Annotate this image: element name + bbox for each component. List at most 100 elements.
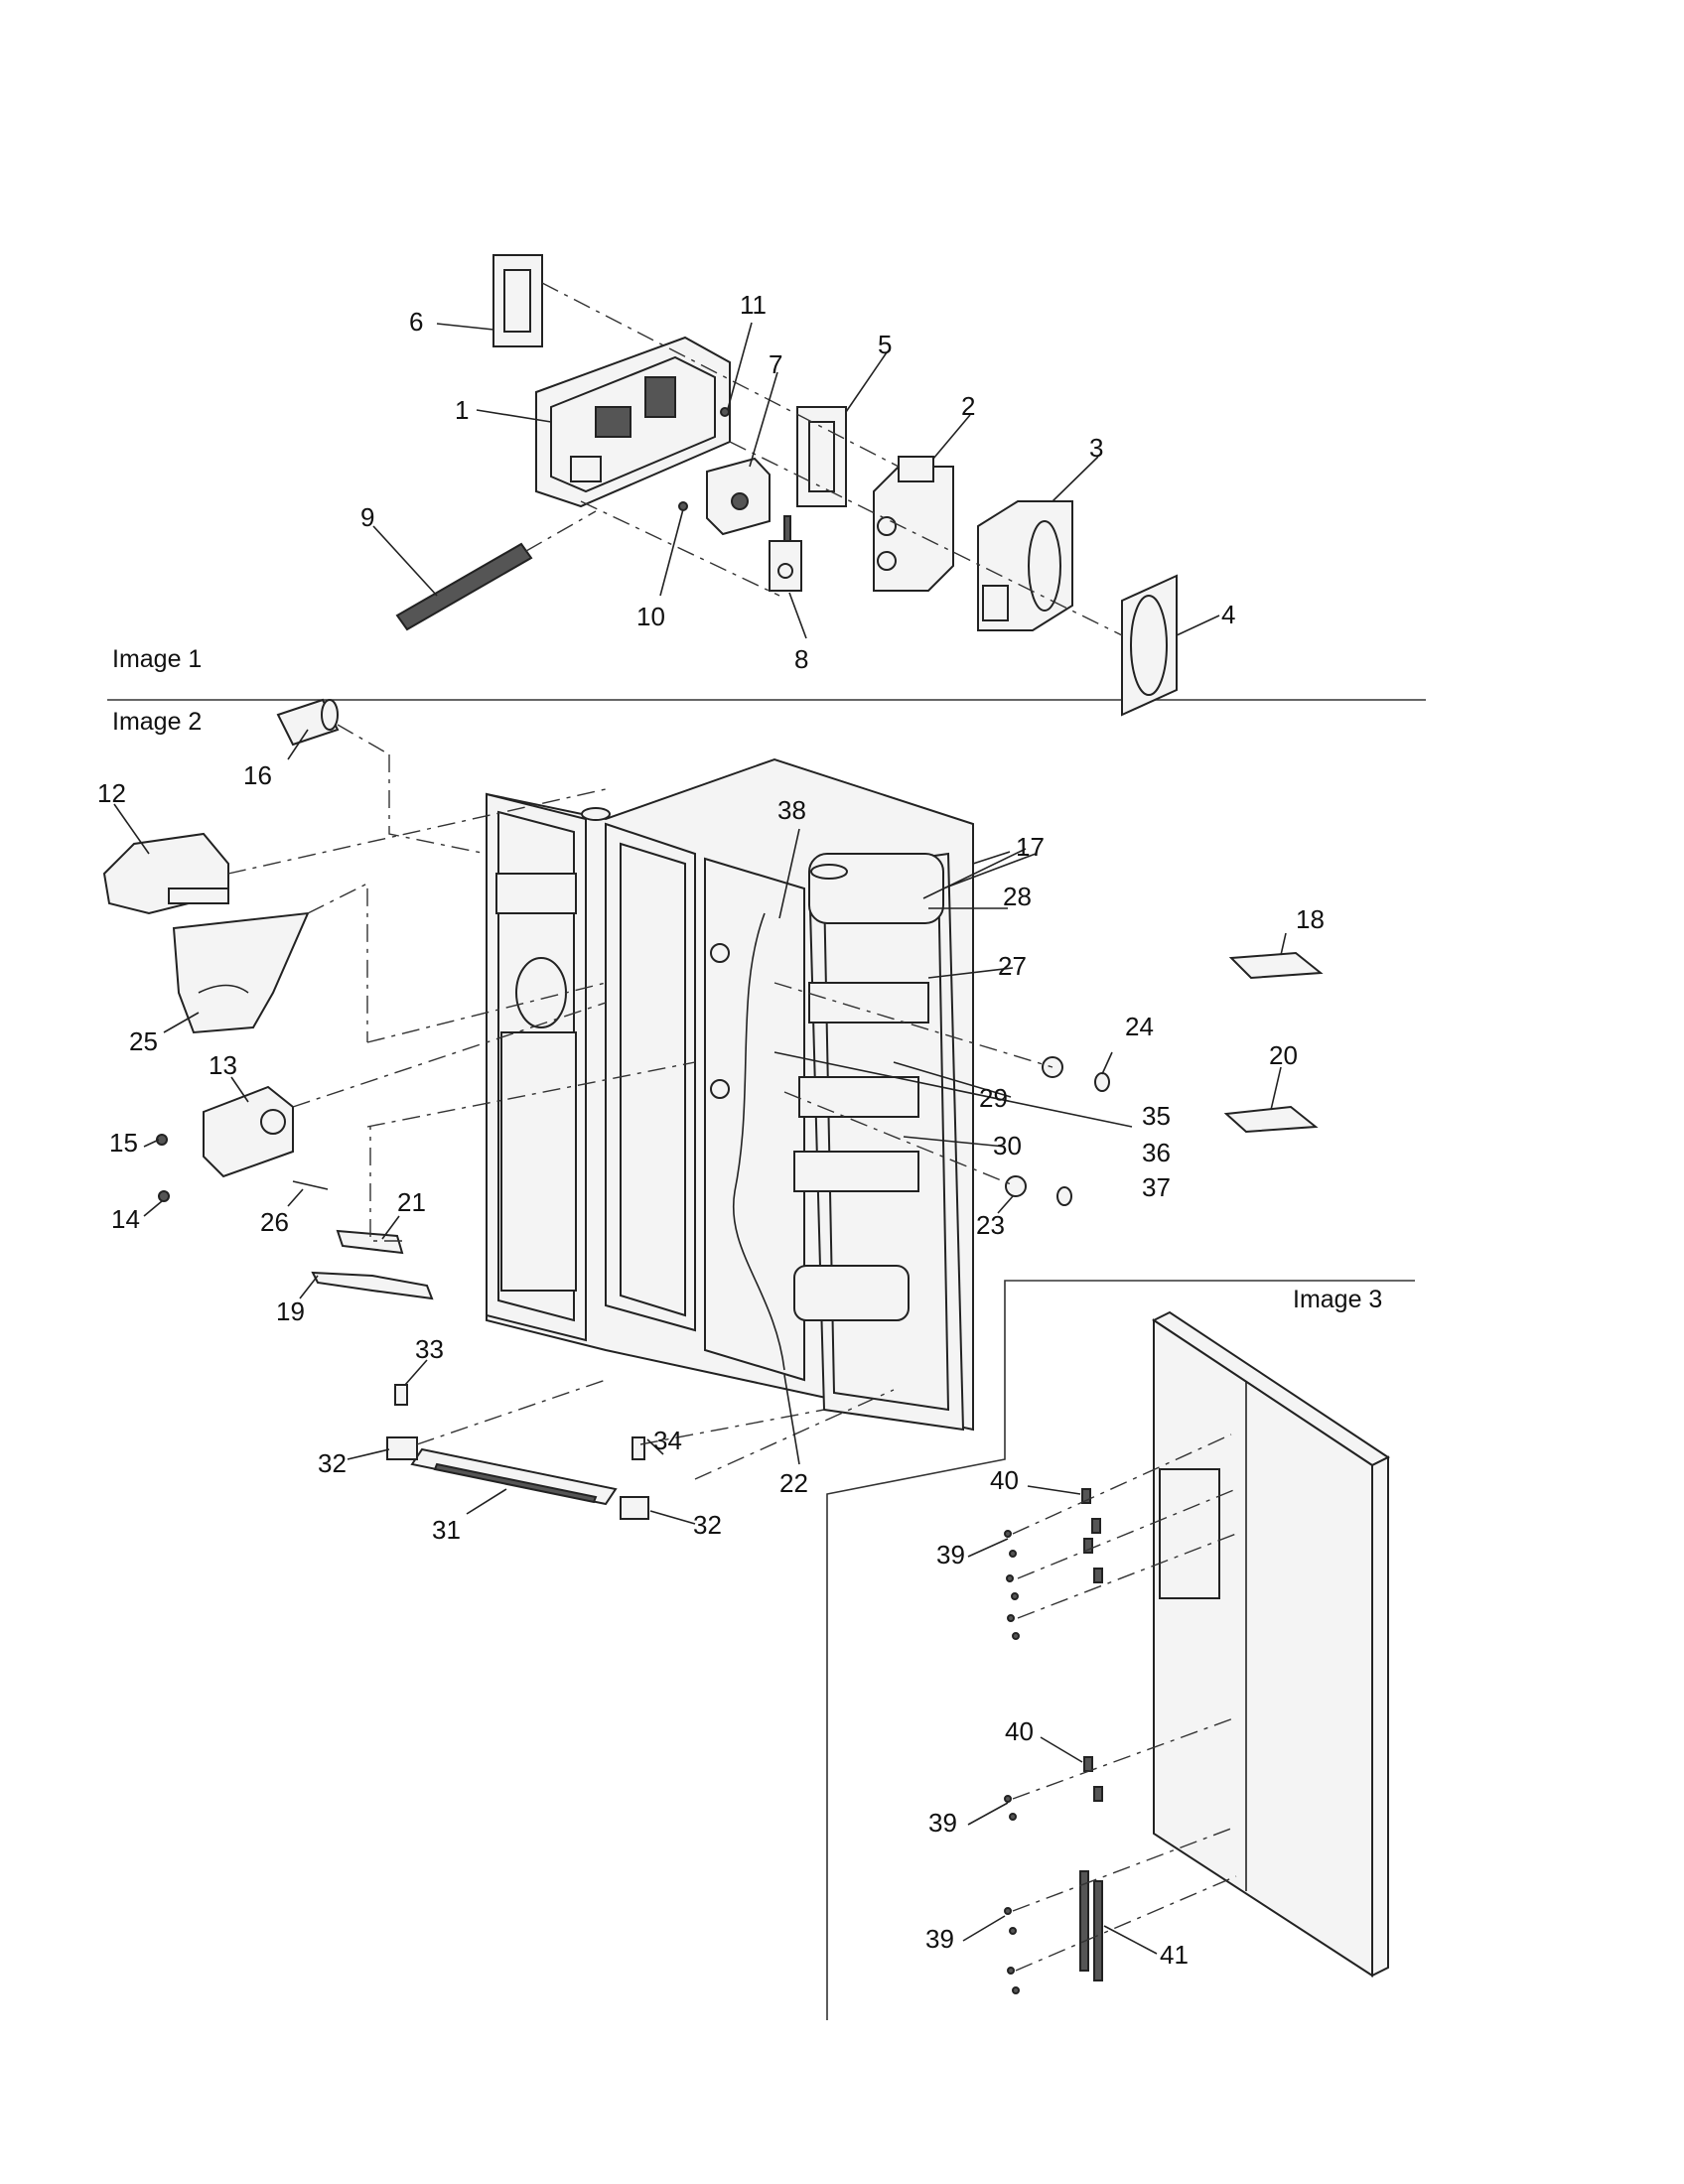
callout-40a: 40 [990,1465,1019,1495]
part-20-tray [1223,1105,1319,1134]
part-15-screw [156,1134,168,1146]
callout-2: 2 [961,391,975,421]
door-bin [798,1076,919,1118]
callout-32b: 32 [693,1510,722,1540]
door-bin [808,982,929,1024]
callout-10: 10 [636,602,665,631]
part-18-tray [1228,951,1324,980]
callout-15: 15 [109,1128,138,1158]
part-32-cap [386,1436,418,1460]
callout-40b: 40 [1005,1716,1034,1746]
callout-29: 29 [979,1083,1008,1113]
callout-36: 36 [1142,1138,1171,1167]
part-23-gear [1005,1175,1027,1197]
part-5-gasket [796,406,847,507]
image2-group: 16 12 25 13 15 14 26 21 19 33 32 31 34 3… [97,698,1325,1545]
part-34 [632,1436,645,1460]
part-40-hinge [1083,1538,1093,1554]
callout-41: 41 [1160,1940,1189,1970]
image3-border [826,1280,1415,2020]
callout-18: 18 [1296,904,1325,934]
part-4-bezel [1121,574,1178,717]
callout-37: 37 [1142,1172,1171,1202]
callout-22: 22 [779,1468,808,1498]
callout-30: 30 [993,1131,1022,1160]
part-40-hinge [1091,1518,1101,1534]
assembly-line [729,441,1123,636]
part-31-grille [410,1447,618,1506]
callout-24: 24 [1125,1012,1154,1041]
assembly-line [525,510,597,552]
part-11-screw [720,407,730,417]
callout-19: 19 [276,1297,305,1326]
image2-title: Image 2 [112,708,203,736]
callout-1: 1 [455,395,469,425]
callout-32a: 32 [318,1448,347,1478]
part-7-motor [706,457,771,536]
part-1-housing [535,336,731,508]
part-40-hinge [1093,1786,1103,1802]
door-bin [495,873,577,914]
part-16-filter [276,698,340,747]
door-bin [793,1265,910,1321]
callout-4: 4 [1221,600,1235,629]
callout-9: 9 [360,502,374,532]
callout-25: 25 [129,1026,158,1056]
callout-12: 12 [97,778,126,808]
assembly-line [541,282,900,468]
part-8-valve [769,515,802,592]
callout-23: 23 [976,1210,1005,1240]
part-21 [336,1229,404,1255]
callout-16: 16 [243,760,272,790]
callout-3: 3 [1089,433,1103,463]
callout-26: 26 [260,1207,289,1237]
part-10-screw [678,501,688,511]
part-19 [311,1271,434,1300]
part-9-auger [395,542,533,631]
callout-11: 11 [740,290,767,320]
image1-group: 6 1 11 7 5 2 3 4 9 10 8 [360,254,1235,717]
image1-title: Image 1 [112,645,203,673]
callout-28: 28 [1003,882,1032,911]
callout-33: 33 [415,1334,444,1364]
image3-title: Image 3 [1293,1286,1383,1313]
callout-39c: 39 [925,1924,954,1954]
part-2-actuator [873,456,954,592]
part-40-hinge [1093,1568,1103,1583]
part-13-bracket [203,1085,294,1178]
part-3-cover [977,500,1073,631]
callout-7: 7 [769,349,782,379]
part-40-hinge [1083,1756,1093,1772]
callout-20: 20 [1269,1040,1298,1070]
part-32-cap [620,1496,649,1520]
callout-14: 14 [111,1204,140,1234]
door-panel [1152,1310,1390,1978]
callout-13: 13 [209,1050,237,1080]
callout-27: 27 [998,951,1027,981]
callout-8: 8 [794,644,808,674]
assembly-line [580,500,780,597]
callout-6: 6 [409,307,423,337]
part-26-pin [292,1180,329,1190]
door-bin [793,1151,919,1192]
callout-21: 21 [397,1187,426,1217]
callout-5: 5 [878,330,892,359]
refrigerator-cabinet [486,757,974,1432]
part-40-hinge [1081,1488,1091,1504]
part-6-gasket [492,254,543,347]
part-33 [394,1384,408,1406]
callout-39a: 39 [936,1540,965,1570]
callout-39b: 39 [928,1808,957,1838]
part-41-bracket [1093,1880,1103,1981]
callout-38: 38 [777,795,806,825]
callout-35: 35 [1142,1101,1171,1131]
part-41-bracket [1079,1870,1089,1972]
callout-31: 31 [432,1515,461,1545]
callout-34: 34 [653,1426,682,1455]
image3-group: 40 39 40 39 39 41 [925,1310,1390,1994]
callout-17: 17 [1016,832,1045,862]
part-14-screw [158,1190,170,1202]
part-12-lid [102,832,229,915]
